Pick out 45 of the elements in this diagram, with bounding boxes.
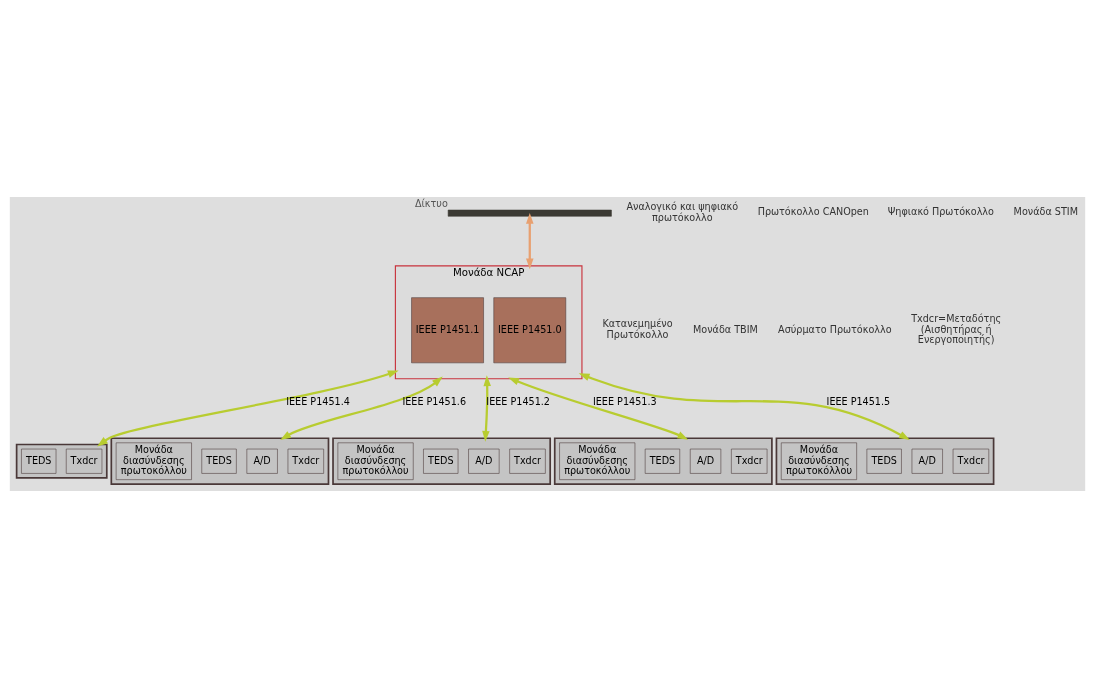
- cluster: [15, 443, 108, 479]
- cluster: [553, 436, 773, 485]
- node-box: TEDS: [21, 448, 57, 474]
- label: Ψηφιακό Πρωτόκολλο: [887, 205, 994, 217]
- node-box: TEDS: [644, 448, 681, 474]
- arrow: [526, 212, 534, 269]
- node-box: A/D: [468, 448, 500, 474]
- node-box: Txdcr: [509, 448, 546, 474]
- cluster: [110, 436, 330, 485]
- node-box: IEEE P1451.0: [493, 296, 567, 363]
- arrow: [578, 372, 910, 440]
- node-box: Μονάδα διασύνδεσης πρωτοκόλλου: [115, 442, 192, 480]
- node-box: A/D: [246, 448, 278, 474]
- label: Ασύρματο Πρωτόκολλο: [778, 323, 892, 335]
- cluster: [332, 436, 552, 485]
- node-box: Txdcr: [952, 448, 990, 474]
- node-box: TEDS: [866, 448, 902, 474]
- cluster: [775, 436, 995, 485]
- label: Μονάδα TBIM: [692, 323, 758, 335]
- node-box: [447, 209, 612, 217]
- label: Μονάδα STIM: [1013, 205, 1078, 217]
- node-box: TEDS: [423, 448, 459, 474]
- node-box: A/D: [689, 448, 722, 474]
- arrow: [97, 370, 399, 447]
- node-box: Txdcr: [287, 448, 324, 474]
- arrow: [482, 374, 491, 442]
- node-box: Txdcr: [65, 448, 103, 474]
- label: Κατανεμημένο Πρωτόκολλο: [602, 317, 673, 340]
- node-box: Μονάδα διασύνδεσης πρωτοκόλλου: [337, 442, 414, 480]
- node-box: IEEE P1451.1: [411, 296, 484, 363]
- label: Txdcr=Μεταδότης (Αισθητήρας ή Ενεργοποιητής): [911, 312, 1002, 345]
- edge-label: IEEE P1451.4: [286, 395, 350, 407]
- node-label: Δίκτυο: [415, 197, 448, 209]
- node-box: Txdcr: [731, 448, 768, 474]
- edge-label: IEEE P1451.5: [826, 395, 891, 407]
- arrow: [508, 376, 689, 440]
- node-box: Μονάδα διασύνδεσης πρωτοκόλλου: [780, 442, 857, 480]
- label: Πρωτόκολλο CANOpen: [757, 205, 869, 217]
- edge-label: IEEE P1451.3: [592, 395, 657, 407]
- edge-label: IEEE P1451.6: [402, 395, 467, 407]
- node-box: A/D: [911, 448, 943, 474]
- label: Αναλογικό και ψηφιακό πρωτόκολλο: [626, 200, 739, 223]
- arrow: [280, 376, 443, 440]
- node-box: TEDS: [201, 448, 237, 474]
- node-box: Μονάδα διασύνδεσης πρωτοκόλλου: [559, 442, 636, 480]
